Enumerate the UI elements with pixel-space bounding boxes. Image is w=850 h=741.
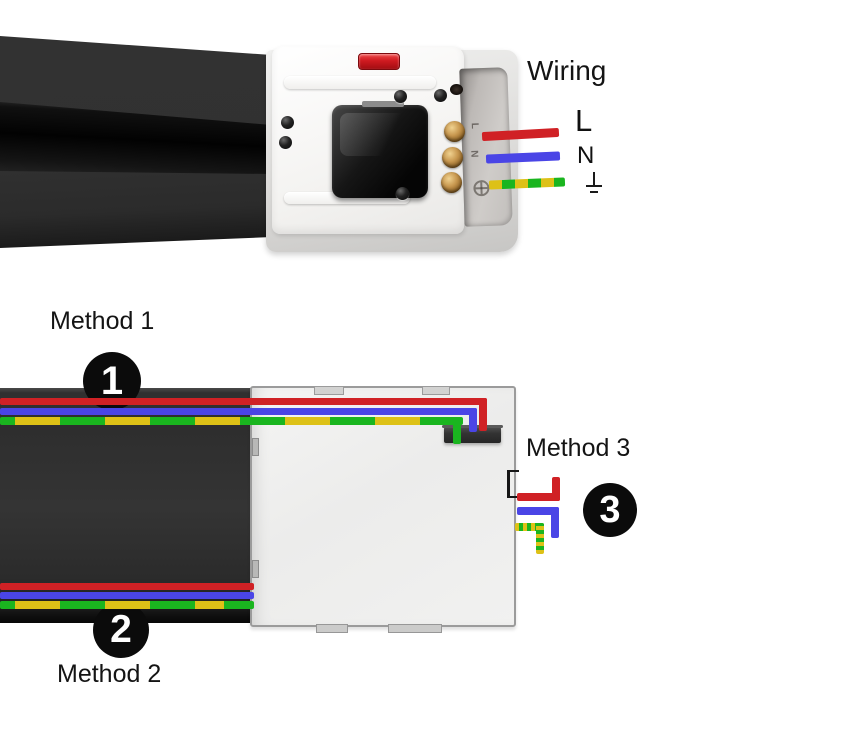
method-3-badge: 3 (583, 483, 637, 537)
method1-earth-wire-drop (453, 417, 461, 444)
mounting-hole (450, 84, 463, 95)
method-1-label: Method 1 (50, 307, 155, 335)
light-bar-rail (0, 36, 272, 248)
terminal-block-mark-neutral: N (468, 150, 480, 158)
method3-live-wire (517, 493, 560, 501)
cover-edge-clip (507, 470, 519, 498)
earth-wire (488, 177, 566, 190)
method2-live-wire (0, 583, 254, 590)
screw (396, 187, 409, 200)
method3-neutral-wire-stub (551, 507, 559, 538)
terminal-block: L N (459, 67, 513, 227)
screw (281, 116, 294, 129)
method1-live-wire (0, 398, 487, 405)
rocker-switch (332, 101, 428, 198)
cover-clip (422, 387, 450, 395)
live-terminal-label: L (575, 103, 593, 138)
driver-cover-plate (250, 386, 516, 633)
neutral-wire (485, 151, 561, 164)
wiring-heading: Wiring (527, 55, 607, 86)
method3-live-wire-stub (552, 477, 560, 501)
cover-clip (316, 624, 348, 633)
screw (279, 136, 292, 149)
cover-slot (252, 560, 259, 578)
method1-neutral-wire-drop (469, 408, 477, 432)
plate-ridge-top (284, 76, 436, 89)
terminal-screw (441, 172, 462, 193)
cover-slot (252, 438, 259, 456)
cover-clip (314, 387, 344, 395)
method-2-badge: 2 (93, 602, 149, 658)
screw (394, 90, 407, 103)
terminal-screw (444, 121, 465, 142)
earth-ground-icon (586, 172, 602, 193)
method1-earth-wire (0, 417, 463, 425)
method1-neutral-wire (0, 408, 477, 415)
method-3-label: Method 3 (526, 434, 631, 462)
method2-neutral-wire (0, 592, 254, 599)
switch-module-plate (272, 46, 464, 234)
method1-live-wire-drop (479, 398, 487, 431)
method-2-label: Method 2 (57, 660, 162, 688)
cover-clip (388, 624, 442, 633)
terminal-block-mark-live: L (468, 122, 480, 130)
rail-channel (0, 102, 272, 174)
indicator-light (358, 53, 400, 70)
method2-earth-wire (0, 601, 254, 609)
terminal-screw (442, 147, 463, 168)
earth-terminal-mark-icon (473, 179, 490, 197)
screw (434, 89, 447, 102)
method3-earth-wire-stub (536, 523, 544, 554)
method3-earth-wire (515, 523, 544, 531)
method3-neutral-wire (517, 507, 559, 515)
neutral-terminal-label: N (577, 142, 595, 169)
